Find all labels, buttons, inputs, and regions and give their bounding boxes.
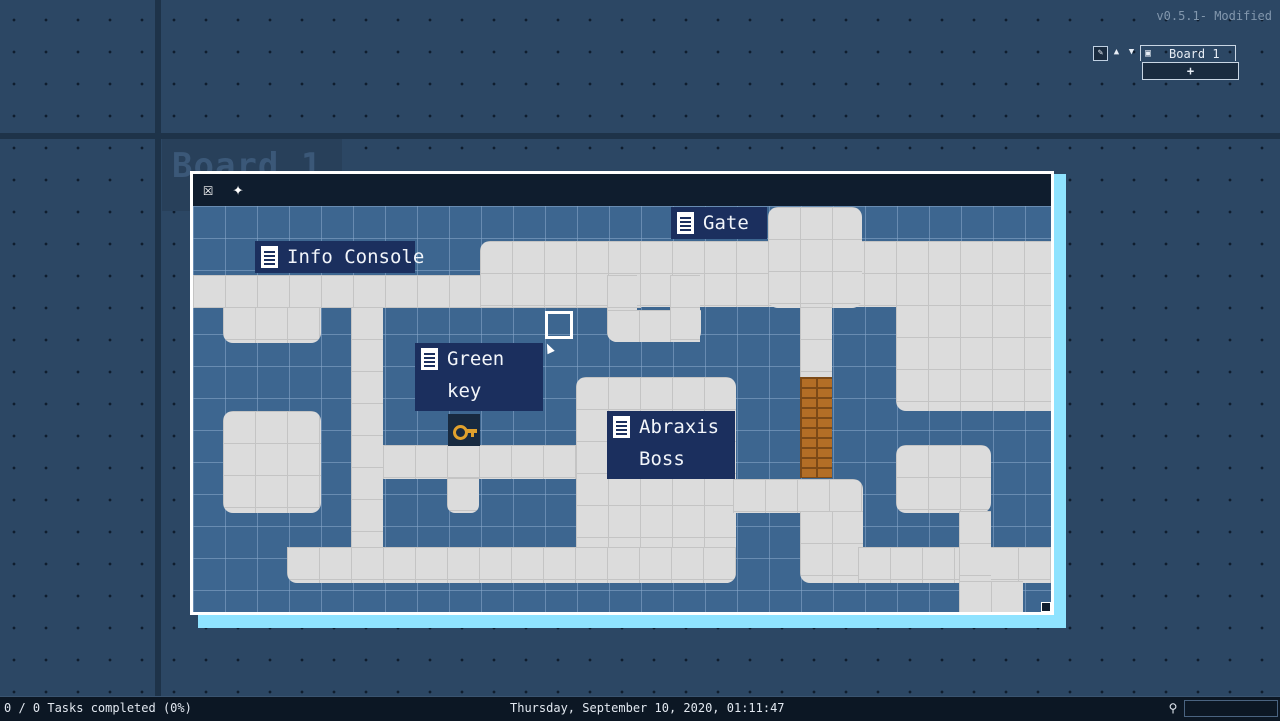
document-icon: [613, 416, 630, 438]
brick-wall-icon[interactable]: [800, 377, 832, 478]
note-label: Abraxis: [639, 416, 720, 438]
search-input[interactable]: [1184, 700, 1278, 717]
arrow-down-icon[interactable]: ▼: [1128, 47, 1135, 57]
tab-toggle-icon[interactable]: ▣: [1145, 48, 1152, 59]
map-window[interactable]: ☒ ✦ Info Console Gate: [190, 171, 1054, 615]
close-icon[interactable]: ☒: [202, 179, 214, 200]
document-icon: [421, 348, 438, 370]
map-canvas[interactable]: Info Console Gate Green key Abraxis Boss: [193, 206, 1051, 612]
datetime-status: Thursday, September 10, 2020, 01:11:47: [510, 701, 785, 715]
tasks-status: 0 / 0 Tasks completed (0%): [4, 701, 192, 715]
note-abraxis-boss[interactable]: Abraxis Boss: [607, 411, 735, 479]
note-label: Green: [447, 348, 505, 370]
note-label-line2: Boss: [639, 448, 685, 470]
floor-tile: [223, 411, 321, 513]
floor-tile: [670, 275, 700, 342]
note-info-console[interactable]: Info Console: [255, 241, 424, 273]
floor-tile: [383, 445, 583, 479]
section-divider-horizontal: [0, 133, 1280, 139]
floor-tile: [959, 581, 1023, 612]
note-label: Gate: [703, 212, 749, 234]
mouse-pointer-icon: [543, 341, 555, 355]
floor-tile: [896, 445, 991, 513]
board-tab-label: Board 1: [1169, 47, 1220, 61]
document-icon: [261, 246, 278, 268]
note-gate[interactable]: Gate: [671, 207, 767, 239]
floor-tile: [800, 307, 832, 377]
window-header[interactable]: ☒ ✦: [193, 174, 1051, 206]
app-version: v0.5.1- Modified: [1156, 9, 1272, 23]
floor-tile: [768, 207, 862, 308]
note-label-line2: key: [447, 380, 482, 402]
note-label: Info Console: [287, 246, 425, 268]
floor-tile: [223, 307, 321, 343]
floor-tile: [447, 478, 479, 513]
arrow-up-icon[interactable]: ▲: [1113, 47, 1120, 57]
floor-tile: [351, 307, 383, 552]
status-bar: 0 / 0 Tasks completed (0%) Thursday, Sep…: [0, 696, 1280, 721]
resize-handle[interactable]: [1041, 602, 1051, 612]
wand-icon[interactable]: ✦: [232, 179, 244, 200]
search-icon[interactable]: ⚲: [1168, 701, 1178, 715]
floor-tile: [733, 479, 863, 513]
add-board-button[interactable]: +: [1142, 62, 1239, 80]
document-icon: [677, 212, 694, 234]
floor-tile: [858, 547, 1051, 583]
note-green-key[interactable]: Green key: [415, 343, 543, 411]
floor-tile: [896, 241, 1051, 411]
floor-tile: [800, 511, 863, 583]
board-tab[interactable]: ▣ Board 1: [1140, 45, 1236, 61]
key-tooth: [471, 433, 474, 437]
key-shaft: [465, 429, 477, 433]
tile-selection-cursor: [545, 311, 573, 339]
pin-icon[interactable]: ✎: [1093, 46, 1108, 61]
section-divider-vertical: [155, 0, 161, 696]
key-icon[interactable]: [448, 414, 480, 446]
floor-tile: [287, 547, 736, 583]
board-tabs: ✎ ▲ ▼ ▣ Board 1 +: [1092, 44, 1239, 82]
